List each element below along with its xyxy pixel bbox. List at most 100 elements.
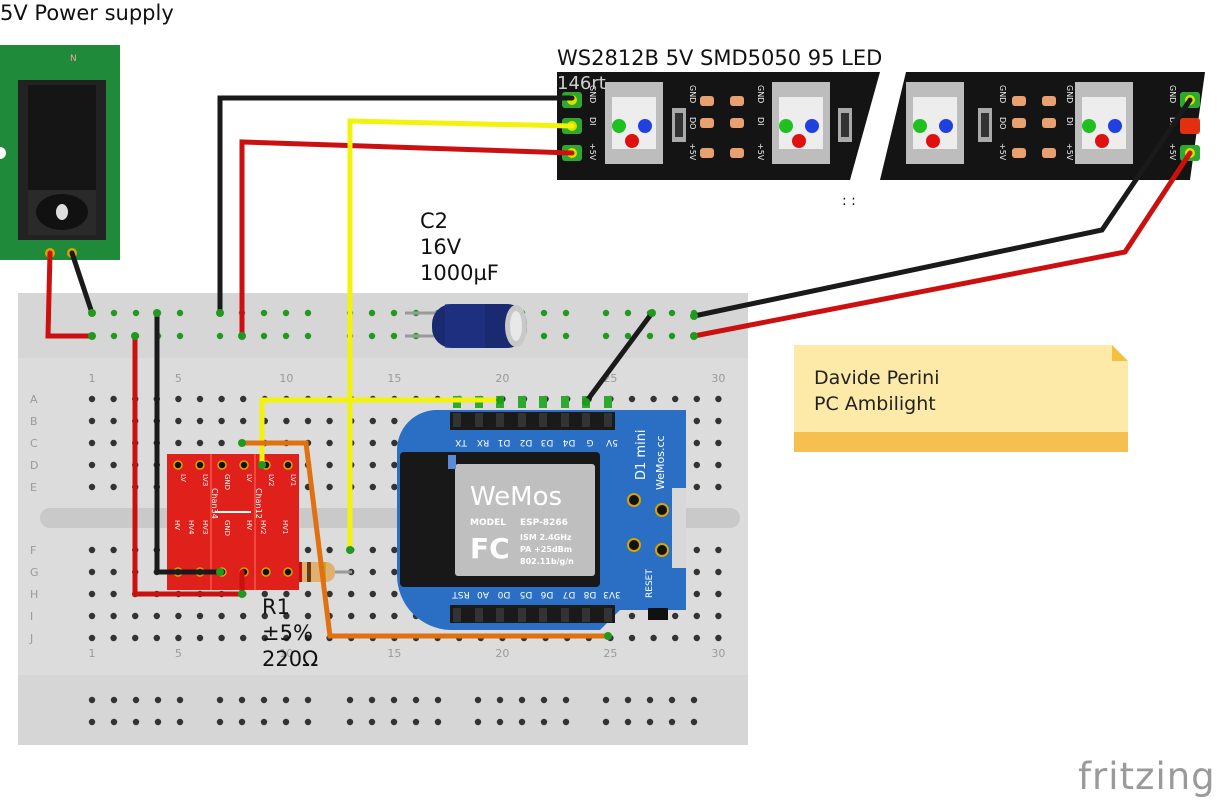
breadboard-hole <box>715 439 722 447</box>
wemos-brand: WeMos <box>470 482 562 512</box>
rail-hole <box>282 696 290 704</box>
strip-pad-label: GND <box>588 85 597 103</box>
rail-hole <box>88 696 96 704</box>
rail-hole <box>368 332 376 340</box>
breadboard-row-label: I <box>30 610 33 623</box>
level-shifter-pin-label: HV4 <box>187 520 195 535</box>
led-strip-label: WS2812B 5V SMD5050 95 LED <box>557 46 882 70</box>
rail-hole <box>540 718 548 726</box>
rail-hole <box>624 718 632 726</box>
level-shifter-pin-label: LV1 <box>289 474 297 486</box>
rail-hole <box>668 309 676 317</box>
wemos-bottom-pin-label: D6 <box>540 589 553 599</box>
breadboard-hole <box>715 483 722 491</box>
strip-pad-label: DI <box>1065 117 1074 126</box>
level-shifter-pin-label: LV <box>179 474 187 482</box>
r1-name-label: R1 <box>262 595 290 619</box>
level-shifter-pin-label: GND <box>223 520 231 536</box>
rail-hole <box>176 696 184 704</box>
breadboard-column-label: 30 <box>711 647 725 660</box>
wemos-side-holes <box>627 493 669 557</box>
level-shifter-pin-label: HV <box>245 520 253 530</box>
breadboard-hole <box>326 461 333 469</box>
breadboard-row-label: B <box>30 415 38 428</box>
strip-pad-label: +5V <box>688 143 697 161</box>
wire-black-strip-end <box>691 97 1193 319</box>
rail-hole <box>562 309 570 317</box>
breadboard-hole <box>88 590 96 598</box>
rail-hole <box>110 696 118 704</box>
breadboard-hole <box>110 483 117 491</box>
rail-hole <box>304 718 312 726</box>
wemos-side-site: WeMos.cc <box>654 435 667 490</box>
rail-hole <box>474 718 482 726</box>
breadboard-hole <box>261 612 268 620</box>
breadboard-hole <box>348 590 355 598</box>
rail-hole <box>132 718 140 726</box>
breadboard-hole <box>369 546 376 554</box>
rail-hole <box>368 696 376 704</box>
led-5050 <box>772 82 830 164</box>
breadboard-hole <box>218 634 225 642</box>
breadboard-row-label: F <box>30 544 36 557</box>
wemos-top-pin-label: RX <box>477 437 489 447</box>
breadboard-hole <box>391 612 398 620</box>
breadboard-hole <box>715 568 722 576</box>
breadboard-hole <box>153 634 160 642</box>
strip-pad-label: +5V <box>1065 143 1074 161</box>
breadboard-hole <box>240 417 247 425</box>
wemos-top-pin-label: D3 <box>541 437 554 447</box>
rail-hole <box>434 696 442 704</box>
wemos-bottom-pin-label: D0 <box>497 589 510 599</box>
rail-hole <box>562 332 570 340</box>
breadboard-hole <box>693 461 700 469</box>
breadboard-hole <box>715 612 722 620</box>
wire-black-wemos-g <box>583 310 655 405</box>
breadboard-column-label: 15 <box>387 647 401 660</box>
breadboard-hole <box>693 612 700 620</box>
breadboard-hole <box>693 568 700 576</box>
breadboard-hole <box>88 461 96 469</box>
breadboard-hole <box>304 546 312 554</box>
breadboard-hole <box>218 612 225 620</box>
rail-hole <box>88 718 96 726</box>
breadboard-hole <box>650 634 657 642</box>
rail-hole <box>260 332 268 340</box>
strip-pad-label: +5V <box>1168 143 1177 161</box>
level-shifter-pin-label: HV2 <box>259 520 267 535</box>
rail-hole <box>412 718 420 726</box>
rail-hole <box>282 309 290 317</box>
breadboard-hole <box>693 395 700 403</box>
breadboard-hole <box>88 612 96 620</box>
rail-hole <box>412 696 420 704</box>
level-shifter-channel-label: Chan34 <box>210 488 219 519</box>
breadboard-hole <box>628 395 636 403</box>
rail-hole <box>110 718 118 726</box>
breadboard-column-label: 5 <box>175 372 182 385</box>
breadboard-hole <box>153 612 160 620</box>
breadboard-hole <box>110 461 117 469</box>
rail-hole <box>624 332 632 340</box>
breadboard-hole <box>283 417 290 425</box>
breadboard-hole <box>110 417 117 425</box>
breadboard-hole <box>88 483 96 491</box>
breadboard-column-label: 1 <box>89 647 96 660</box>
breadboard-hole <box>175 439 182 447</box>
breadboard-hole <box>175 395 182 403</box>
breadboard-hole <box>693 634 700 642</box>
rail-hole <box>154 718 162 726</box>
strip-pad-label: GND <box>998 85 1007 103</box>
breadboard-hole <box>283 634 290 642</box>
breadboard-hole <box>240 612 247 620</box>
svg-text:N: N <box>70 54 77 64</box>
breadboard-hole <box>196 417 204 425</box>
breadboard-hole <box>175 417 182 425</box>
level-shifter-pin-label: LV3 <box>201 474 209 486</box>
rail-hole <box>176 309 184 317</box>
breadboard-column-label: 10 <box>279 372 293 385</box>
breadboard-hole <box>391 439 398 447</box>
breadboard-hole <box>304 634 312 642</box>
rail-hole <box>646 696 654 704</box>
breadboard-hole <box>88 417 96 425</box>
